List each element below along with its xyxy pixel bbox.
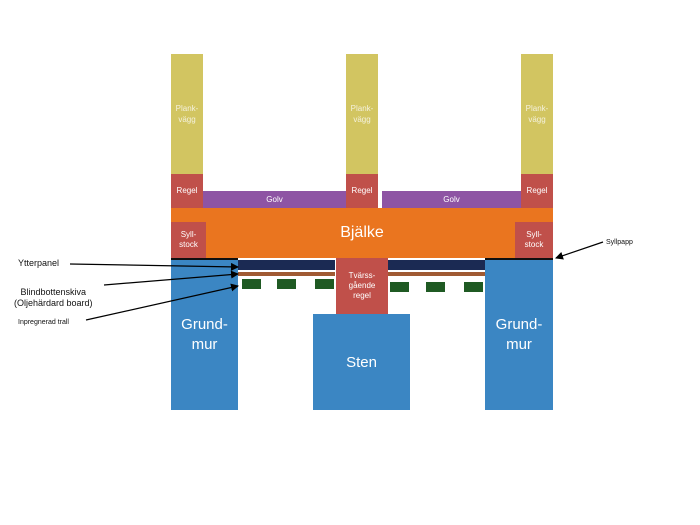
tvarsgaende-regel-label: Tvärss- gående regel	[348, 271, 376, 300]
label-syllpapp: Syllpapp	[606, 239, 633, 246]
syllstock-left-label: Syll- stock	[179, 230, 198, 249]
trall-piece	[242, 279, 261, 289]
ytterpanel-left	[238, 260, 335, 270]
regel-left-label: Regel	[176, 186, 198, 195]
grundmur-left: Grund- mur	[171, 260, 238, 410]
trall-piece	[315, 279, 334, 289]
syllpapp-left	[171, 258, 238, 260]
golv-right-label: Golv	[443, 195, 460, 204]
trall-piece	[426, 282, 445, 292]
plank-wall-middle-label: Plank- vägg	[350, 104, 374, 124]
label-blindbottenskiva-text: Blindbottenskiva (Oljehärdard board)	[14, 287, 93, 308]
arrow-syllpapp	[555, 241, 604, 260]
trall-piece	[464, 282, 483, 292]
syllstock-left: Syll- stock	[171, 222, 206, 258]
syllstock-right-label: Syll- stock	[524, 230, 544, 249]
plank-wall-left-label: Plank- vägg	[175, 104, 199, 124]
golv-left: Golv	[203, 191, 346, 208]
syllpapp-right	[485, 258, 553, 260]
bjalke-beam: Bjälke	[171, 208, 553, 258]
regel-right-label: Regel	[526, 186, 548, 195]
grundmur-left-label: Grund- mur	[181, 316, 228, 353]
syllstock-right: Syll- stock	[515, 222, 553, 258]
trall-piece	[277, 279, 296, 289]
grundmur-right-label: Grund- mur	[495, 316, 543, 353]
tvarsgaende-regel: Tvärss- gående regel	[336, 258, 388, 314]
golv-left-label: Golv	[266, 195, 283, 204]
regel-middle: Regel	[346, 174, 378, 208]
sten-label: Sten	[346, 353, 377, 371]
blindbottenskiva-left	[238, 272, 335, 276]
plank-wall-right-label: Plank- vägg	[525, 104, 549, 124]
ytterpanel-right	[388, 260, 485, 270]
regel-right: Regel	[521, 174, 553, 208]
regel-left: Regel	[171, 174, 203, 208]
grundmur-right: Grund- mur	[485, 260, 553, 410]
blindbottenskiva-right	[388, 272, 485, 276]
label-ytterpanel: Ytterpanel	[18, 258, 60, 268]
bjalke-label: Bjälke	[340, 224, 384, 241]
label-blindbottenskiva: Blindbottenskiva (Oljehärdard board)	[14, 276, 93, 309]
plank-wall-middle: Plank- vägg	[346, 54, 378, 174]
plank-wall-right: Plank- vägg	[521, 54, 553, 174]
regel-middle-label: Regel	[351, 186, 373, 195]
label-inpregnerad-trall: Inpregnerad trall	[18, 319, 69, 326]
trall-piece	[390, 282, 409, 292]
golv-right: Golv	[382, 191, 521, 208]
sten-block: Sten	[313, 314, 410, 410]
plank-wall-left: Plank- vägg	[171, 54, 203, 174]
